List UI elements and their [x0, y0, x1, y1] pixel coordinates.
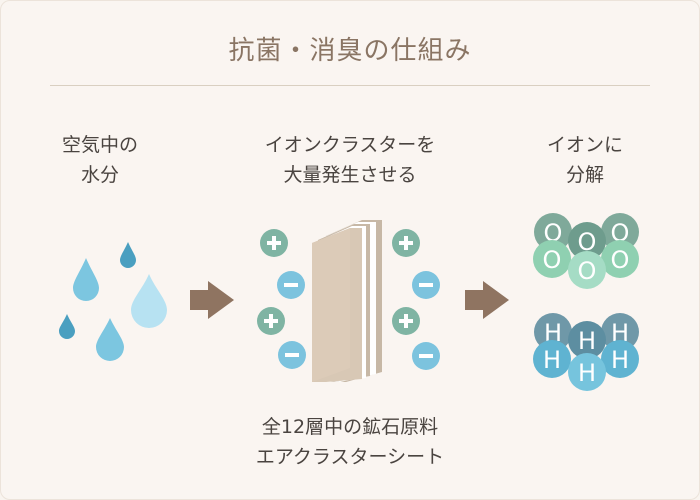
step-water-line1: 空気中の — [61, 134, 138, 156]
hydrogen-molecule-icon: H — [533, 340, 571, 378]
minus-ion-icon — [278, 341, 306, 369]
water-drop-icon — [120, 242, 136, 268]
step-ion-line2: 大量発生させる — [283, 164, 417, 186]
oxygen-molecule-icon: O — [568, 222, 606, 260]
minus-ion-icon — [412, 342, 440, 370]
step-decomp-line2: 分解 — [565, 164, 604, 186]
plus-ion-icon — [392, 307, 420, 335]
hydrogen-molecule-icon: H — [568, 321, 606, 359]
plus-ion-icon — [260, 229, 288, 257]
arrow-right-icon — [465, 281, 509, 319]
plus-ion-icon — [392, 229, 420, 257]
air-cluster-sheet-icon — [312, 220, 382, 382]
water-drops-group — [59, 242, 167, 361]
svg-text:H: H — [578, 359, 596, 387]
svg-text:O: O — [544, 219, 563, 247]
svg-text:H: H — [544, 319, 562, 347]
arrow-right-icon — [190, 281, 234, 319]
oxygen-molecule-icon: O — [601, 213, 639, 251]
water-drop-icon — [73, 258, 99, 301]
oxygen-molecule-icon: O — [534, 213, 572, 251]
svg-text:O: O — [611, 219, 630, 247]
sheet-caption-line1: 全12層中の鉱石原料 — [261, 416, 439, 438]
sheet-caption: 全12層中の鉱石原料 エアクラスターシート — [200, 412, 500, 472]
svg-text:O: O — [578, 228, 597, 256]
oxygen-cluster: O O O O O O — [533, 213, 639, 289]
step-ion-label: イオンクラスターを 大量発生させる — [225, 130, 475, 190]
svg-text:H: H — [578, 327, 596, 355]
step-water-label: 空気中の 水分 — [30, 130, 170, 190]
svg-text:H: H — [543, 346, 561, 374]
oxygen-molecule-icon: O — [568, 251, 606, 289]
svg-text:O: O — [611, 246, 630, 274]
sheet-caption-line2: エアクラスターシート — [255, 446, 445, 468]
hydrogen-molecule-icon: H — [601, 340, 639, 378]
hydrogen-cluster: H H H H H H — [533, 313, 639, 391]
step-water-line2: 水分 — [80, 164, 119, 186]
minus-ion-icon — [277, 271, 305, 299]
page-title: 抗菌・消臭の仕組み — [228, 36, 472, 66]
oxygen-molecule-icon: O — [601, 240, 639, 278]
minus-ion-icon — [412, 271, 440, 299]
ions-left-group — [257, 229, 306, 369]
hydrogen-molecule-icon: H — [601, 313, 639, 351]
svg-text:O: O — [578, 257, 597, 285]
hydrogen-molecule-icon: H — [568, 353, 606, 391]
svg-text:H: H — [611, 319, 629, 347]
water-drop-icon — [96, 318, 124, 361]
ions-right-group — [392, 229, 440, 370]
hydrogen-molecule-icon: H — [534, 313, 572, 351]
water-drop-icon — [131, 274, 167, 328]
svg-text:H: H — [611, 346, 629, 374]
title-divider — [50, 85, 650, 86]
step-decomposition-label: イオンに 分解 — [515, 130, 655, 190]
step-decomp-line1: イオンに — [546, 134, 623, 156]
water-drop-icon — [59, 314, 75, 339]
plus-ion-icon — [257, 307, 285, 335]
oxygen-molecule-icon: O — [533, 240, 571, 278]
svg-text:O: O — [543, 246, 562, 274]
step-ion-line1: イオンクラスターを — [264, 134, 436, 156]
